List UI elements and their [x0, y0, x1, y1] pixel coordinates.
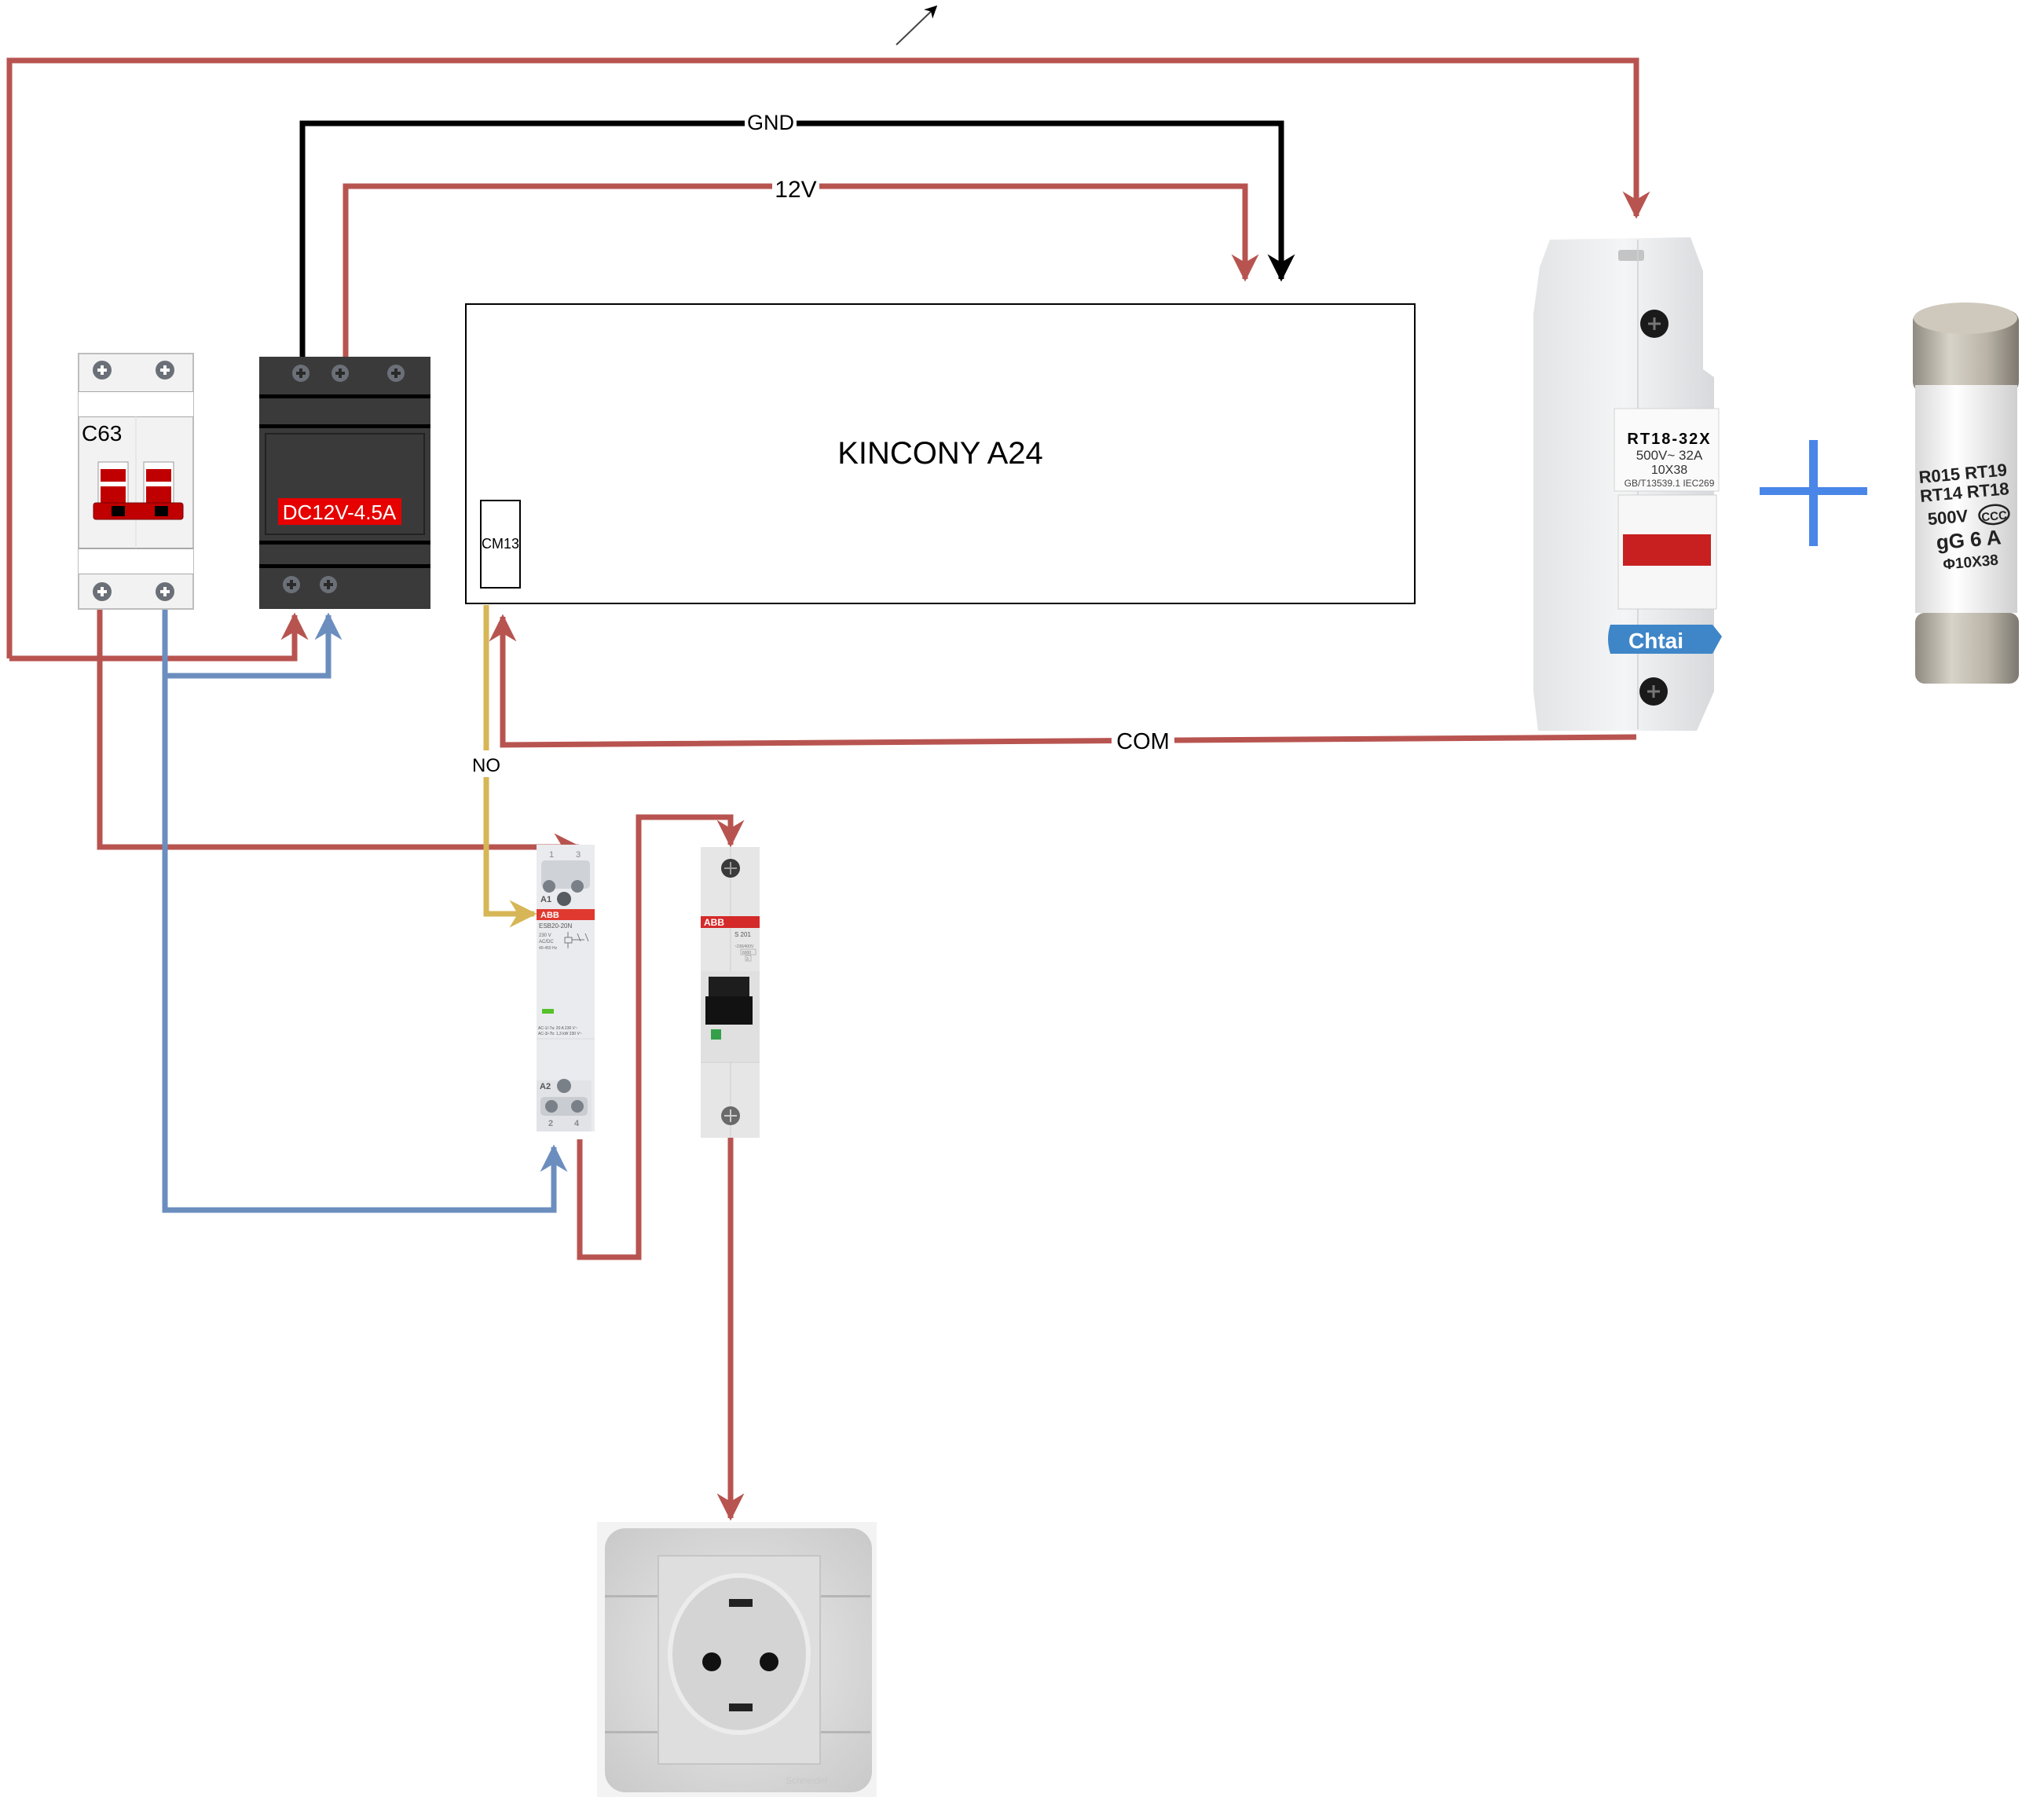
mcb-toggle[interactable] — [705, 977, 753, 1025]
contactor-terminal-a2: A2 — [540, 1082, 551, 1091]
fuse-holder-rating: 500V~ 32A — [1636, 448, 1703, 463]
screw-icon — [320, 576, 337, 593]
mcb-abb-s201[interactable]: ABB S 201 ~230/400V 6000 3 — [701, 847, 760, 1138]
contactor-rating2: AC-3/-7b: 1,3 kW 230 V~ — [538, 1032, 582, 1036]
contactor-terminal-2: 2 — [548, 1119, 553, 1128]
fuse-holder-standard: GB/T13539.1 IEC269 — [1625, 478, 1715, 489]
contactor-terminal-1: 1 — [549, 850, 554, 860]
mcb-spec: ~230/400V — [734, 944, 754, 949]
fuse-cartridge[interactable]: R015 RT19 RT14 RT18 500V CCC gG 6 A Φ10X… — [1913, 303, 2019, 684]
mcb-brand: ABB — [704, 917, 724, 928]
stray-arrow[interactable] — [896, 5, 938, 46]
contactor-spec3: 40-450 Hz — [539, 946, 558, 951]
socket-brand: Schneider — [786, 1775, 828, 1786]
wire-label-gnd: GND — [747, 111, 794, 134]
socket-outlet-icon — [668, 1573, 811, 1735]
screw-icon — [721, 859, 740, 878]
wire-com[interactable] — [489, 614, 1637, 748]
terminal-cm13-label: CM13 — [482, 536, 519, 552]
fuse-holder-model: RT18-32X — [1627, 431, 1711, 448]
wire-live-to-fuse[interactable] — [6, 57, 1650, 658]
power-supply-dc12v[interactable]: DC12V-4.5A — [259, 357, 430, 609]
wall-socket[interactable]: Schneider — [597, 1522, 877, 1797]
wire-contactor-to-mcb[interactable] — [577, 814, 745, 1260]
screw-icon — [721, 1106, 740, 1125]
wire-neutral-to-contactor[interactable] — [162, 676, 568, 1213]
mcb-class: 3 — [746, 957, 749, 962]
wire-label-com: COM — [1116, 729, 1170, 754]
ccc-mark-icon: CCC — [1978, 504, 2010, 526]
fuse-holder-size: 10X38 — [1651, 464, 1687, 477]
wire-live-to-contactor[interactable] — [97, 609, 582, 861]
fuse-holder-rt18[interactable]: RT18-32X 500V~ 32A 10X38 GB/T13539.1 IEC… — [1533, 237, 1722, 731]
fuse-voltage: 500V — [1927, 506, 1969, 529]
terminal-cm13[interactable]: CM13 — [480, 500, 521, 589]
kincony-a24-controller[interactable]: KINCONY A24 CM13 — [465, 303, 1416, 604]
screw-icon — [387, 365, 405, 382]
plus-icon — [1760, 440, 1867, 546]
wire-neutral-to-psu[interactable] — [162, 609, 342, 679]
screw-icon — [283, 576, 300, 593]
contactor-schematic-icon — [564, 932, 589, 948]
screw-icon — [332, 365, 349, 382]
mcb-model: S 201 — [734, 931, 751, 938]
contactor-model: ESB20-20N — [539, 922, 572, 930]
contactor-terminal-a1: A1 — [540, 895, 551, 904]
contactor-spec1: 230 V — [539, 933, 551, 938]
screw-icon — [93, 361, 112, 380]
wire-no[interactable] — [483, 605, 537, 928]
screw-icon — [1640, 310, 1669, 338]
wire-live-to-psu[interactable] — [9, 612, 309, 662]
wire-label-no: NO — [472, 755, 500, 776]
fuse-rating: gG 6 A — [1936, 525, 2002, 554]
contactor-terminal-4: 4 — [574, 1119, 580, 1128]
breaker-toggle[interactable] — [93, 461, 184, 520]
contactor-rating1: AC-1/-7a: 20 A 230 V~ — [538, 1026, 577, 1031]
mcb-breaking: 6000 — [742, 951, 751, 955]
contactor-abb-esb20[interactable]: 1 3 A1 ABB ESB20-20N 230 V AC/DC 40-450 … — [537, 845, 595, 1131]
wire-label-12v: 12V — [775, 177, 816, 203]
contactor-brand: ABB — [540, 911, 559, 920]
svg-text:CCC: CCC — [1981, 508, 2008, 524]
contactor-spec2: AC/DC — [539, 940, 554, 944]
screw-icon — [292, 365, 310, 382]
screw-icon — [156, 361, 174, 380]
controller-title: KINCONY A24 — [837, 436, 1043, 471]
brand-badge: Chtai — [1608, 625, 1722, 654]
breaker-c63-label: C63 — [82, 421, 122, 446]
fuse-holder-brand: Chtai — [1628, 629, 1683, 653]
power-supply-label: DC12V-4.5A — [283, 501, 397, 524]
screw-icon — [93, 582, 112, 601]
screw-icon — [156, 582, 174, 601]
contactor-terminal-3: 3 — [576, 850, 581, 860]
breaker-c63[interactable]: C63 — [78, 353, 194, 610]
screw-icon — [1639, 677, 1668, 706]
